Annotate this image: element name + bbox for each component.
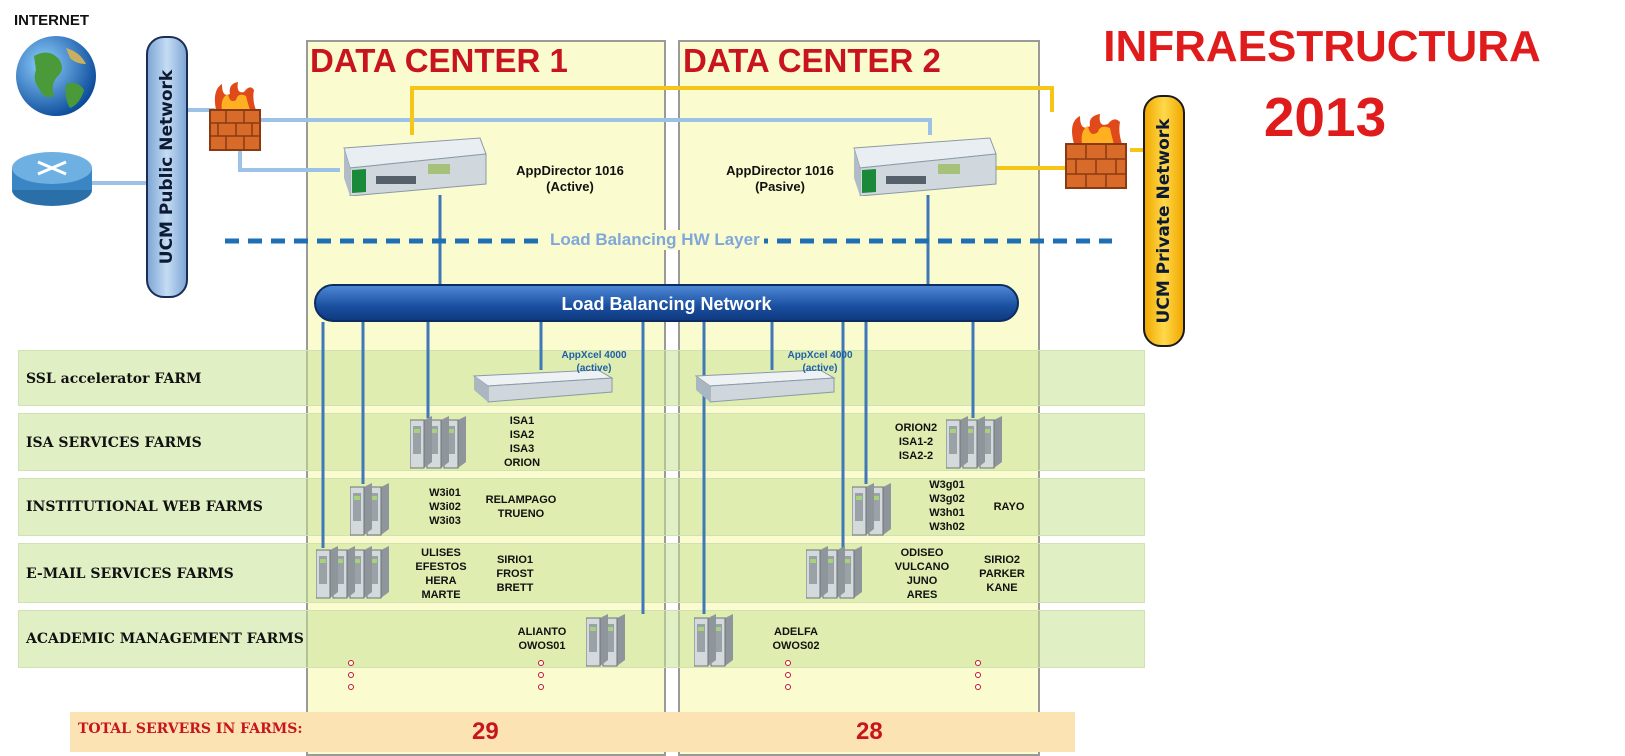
isa-dc1-names: ISA1 ISA2 ISA3 ORION: [503, 415, 541, 469]
academic-farm-band: [18, 610, 1145, 668]
mail-dc1-names-b: SIRIO1 FROST BRETT: [496, 554, 534, 594]
appxcel-1-model: AppXcel 4000: [561, 350, 627, 361]
internet-label: INTERNET: [14, 12, 89, 29]
appxcel-1-device: [472, 369, 614, 403]
public-top-link: [258, 118, 932, 135]
continuation-dots: [785, 660, 791, 696]
appdirector-1-device: [343, 137, 487, 196]
total-dc1-value: 29: [472, 718, 499, 745]
web-dc1-servers: [349, 481, 394, 542]
lb-hw-layer-label: Load Balancing HW Layer: [546, 230, 764, 250]
public-network-label: UCM Public Network: [157, 69, 177, 265]
infra-title: INFRAESTRUCTURA: [1103, 22, 1541, 71]
ssl-farm-label: SSL accelerator FARM: [26, 371, 202, 387]
server-tower-icons: [693, 614, 733, 667]
isa-farm-label: ISA SERVICES FARMS: [26, 435, 202, 451]
dc2-title: DATA CENTER 2: [683, 42, 941, 79]
appxcel-2-model: AppXcel 4000: [787, 350, 853, 361]
server-tower-icons: [805, 546, 862, 599]
continuation-dots: [538, 660, 544, 696]
acad-dc1-servers: [585, 612, 630, 673]
mail-dc2-servers: [805, 544, 867, 605]
appdirector-2-state: (Pasive): [755, 179, 805, 194]
firewall-icon: [209, 82, 261, 151]
isa-dc2-names: ORION2 ISA1-2 ISA2-2: [894, 422, 938, 462]
server-tower-icon: [315, 546, 338, 599]
web-dc2-names-a: W3g01 W3g02 W3h01 W3h02: [929, 479, 965, 533]
mail-dc2-names-b: SIRIO2 PARKER KANE: [979, 554, 1025, 594]
server-tower-icon: [805, 546, 828, 599]
server-tower-icon: [851, 483, 874, 536]
appdirector-2-label: AppDirector 1016 (Pasive): [710, 163, 850, 195]
appxcel-1-state: (active): [576, 363, 612, 374]
server-tower-icon: [409, 416, 432, 469]
ucm-private-network-pipe: UCM Private Network: [1143, 95, 1185, 347]
server-tower-icons: [585, 614, 625, 667]
web-dc2-names-b: RAYO: [993, 501, 1025, 513]
web-dc1-names-a: W3i01 W3i02 W3i03: [429, 487, 461, 527]
mail-farm-label: E-MAIL SERVICES FARMS: [26, 566, 234, 582]
server-tower-icon: [693, 614, 716, 667]
lb-network-label: Load Balancing Network: [561, 294, 772, 314]
appdirector-2-device: [853, 137, 997, 196]
private-network-label: UCM Private Network: [1154, 118, 1174, 324]
mail-dc1-names-a: ULISES EFESTOS HERA MARTE: [415, 547, 467, 601]
private-top-link: [410, 86, 1054, 135]
appxcel-2-device: [694, 369, 836, 403]
server-tower-icons: [349, 483, 389, 536]
continuation-dots: [975, 660, 981, 696]
total-servers-label: TOTAL SERVERS IN FARMS:: [78, 721, 303, 737]
appdirector-2-model: AppDirector 1016: [726, 163, 834, 178]
dc1-title: DATA CENTER 1: [310, 42, 568, 79]
mail-dc1-servers: [315, 544, 394, 605]
server-tower-icon: [585, 614, 608, 667]
appxcel-2-state: (active): [802, 363, 838, 374]
appxcel-1-label: AppXcel 4000 (active): [546, 349, 642, 375]
server-tower-icon: [349, 483, 372, 536]
mail-farm-band: [18, 543, 1145, 603]
firewall-icon: [1065, 114, 1127, 189]
acad-dc1-names: ALIANTO OWOS01: [517, 626, 567, 652]
server-tower-icons: [315, 546, 389, 599]
continuation-dots: [348, 660, 354, 696]
isa-dc2-servers: [945, 414, 1007, 475]
server-tower-icons: [409, 416, 466, 469]
appdirector-1-label: AppDirector 1016 (Active): [500, 163, 640, 195]
globe-icon: [16, 36, 96, 116]
mail-dc2-names-a: ODISEO VULCANO JUNO ARES: [894, 547, 950, 601]
load-balancing-network: Load Balancing Network: [314, 284, 1019, 322]
web-dc2-servers: [851, 481, 896, 542]
web-farm-band: [18, 478, 1145, 536]
appxcel-2-label: AppXcel 4000 (active): [772, 349, 868, 375]
server-tower-icon: [945, 416, 968, 469]
academic-farm-label: ACADEMIC MANAGEMENT FARMS: [26, 631, 304, 647]
isa-dc1-servers: [409, 414, 471, 475]
server-tower-icons: [945, 416, 1002, 469]
appdirector-1-state: (Active): [546, 179, 594, 194]
web-farm-label: INSTITUTIONAL WEB FARMS: [26, 499, 263, 515]
total-dc2-value: 28: [856, 718, 883, 745]
infra-year: 2013: [1263, 86, 1387, 148]
web-dc1-names-b: RELAMPAGO TRUENO: [485, 494, 557, 520]
appdirector-1-model: AppDirector 1016: [516, 163, 624, 178]
server-tower-icons: [851, 483, 891, 536]
acad-dc2-names: ADELFA OWOS02: [772, 626, 820, 652]
acad-dc2-servers: [693, 612, 738, 673]
router-icon: [12, 152, 92, 206]
total-band: [70, 712, 1075, 752]
ucm-public-network-pipe: UCM Public Network: [146, 36, 188, 298]
